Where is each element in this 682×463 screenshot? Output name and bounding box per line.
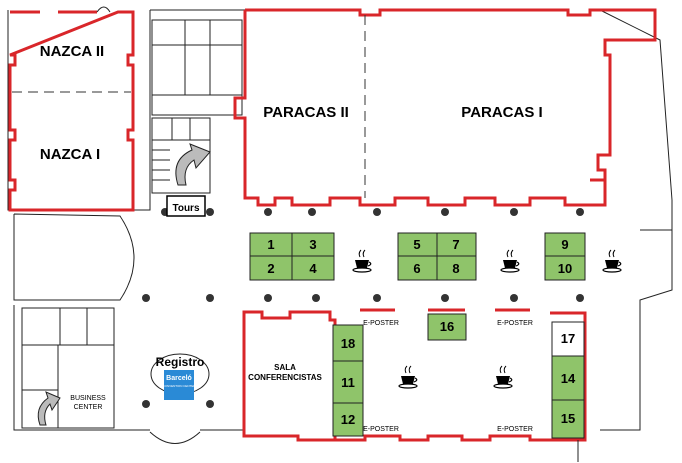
svg-text:12: 12 xyxy=(341,412,355,427)
svg-text:4: 4 xyxy=(309,261,317,276)
room-label-nazca-1: NAZCA I xyxy=(40,146,100,163)
room-label-paracas-2: PARACAS II xyxy=(263,104,349,121)
svg-text:16: 16 xyxy=(440,319,454,334)
barcelo-logo xyxy=(164,370,194,400)
svg-text:10: 10 xyxy=(558,261,572,276)
stand-7[interactable]: 7 xyxy=(436,232,477,257)
room-label-paracas-1: PARACAS I xyxy=(461,104,542,121)
stand-2[interactable]: 2 xyxy=(249,255,293,281)
eposter-hall xyxy=(335,308,587,462)
svg-text:1: 1 xyxy=(267,237,274,252)
stand-1[interactable]: 1 xyxy=(249,232,293,257)
service-area-top xyxy=(151,19,243,194)
svg-text:14: 14 xyxy=(561,371,576,386)
business-center-room xyxy=(21,307,115,429)
stand-17[interactable]: 17 xyxy=(551,321,585,357)
sala-conferencistas-room xyxy=(242,310,337,442)
svg-text:2: 2 xyxy=(267,261,274,276)
svg-text:8: 8 xyxy=(452,261,459,276)
stand-6[interactable]: 6 xyxy=(397,255,438,281)
stand-12[interactable]: 12 xyxy=(332,402,364,437)
stand-9[interactable]: 9 xyxy=(544,232,586,257)
stand-14[interactable]: 14 xyxy=(551,355,585,401)
svg-text:18: 18 xyxy=(341,336,355,351)
svg-text:Tours: Tours xyxy=(172,203,199,214)
stand-16[interactable]: 16 xyxy=(427,313,467,341)
coffee-icon xyxy=(398,365,418,389)
svg-text:7: 7 xyxy=(452,237,459,252)
room-label-sala-line2: CONFERENCISTAS xyxy=(248,373,322,382)
svg-text:5: 5 xyxy=(413,237,420,252)
room-label-nazca-2: NAZCA II xyxy=(40,43,104,60)
barcelo-brand: Barceló xyxy=(166,375,192,382)
stand-5[interactable]: 5 xyxy=(397,232,438,257)
nazca-rooms xyxy=(8,6,135,212)
escalator-icon xyxy=(37,391,61,426)
room-label-sala-line1: SALA xyxy=(274,363,296,372)
eposter-label: E-POSTER xyxy=(363,426,399,433)
stand-3[interactable]: 3 xyxy=(291,232,335,257)
tours-desk[interactable]: Tours xyxy=(166,195,206,217)
eposter-label: E-POSTER xyxy=(497,426,533,433)
svg-text:9: 9 xyxy=(561,237,568,252)
coffee-icon xyxy=(602,249,622,273)
stand-8[interactable]: 8 xyxy=(436,255,477,281)
paracas-rooms xyxy=(233,8,657,207)
svg-text:15: 15 xyxy=(561,411,575,426)
svg-text:17: 17 xyxy=(561,331,575,346)
stand-4[interactable]: 4 xyxy=(291,255,335,281)
eposter-label: E-POSTER xyxy=(497,320,533,327)
coffee-icon xyxy=(493,365,513,389)
escalator-icon xyxy=(175,143,211,186)
barcelo-sub: CONVENTION CENTER xyxy=(162,384,196,388)
coffee-icon xyxy=(352,249,372,273)
stand-10[interactable]: 10 xyxy=(544,255,586,281)
stand-11[interactable]: 11 xyxy=(332,360,364,404)
svg-text:6: 6 xyxy=(413,261,420,276)
room-label-business-line1: BUSINESS xyxy=(70,395,106,402)
svg-text:3: 3 xyxy=(309,237,316,252)
registro-label: Registro xyxy=(156,355,205,369)
eposter-label: E-POSTER xyxy=(363,320,399,327)
svg-text:11: 11 xyxy=(341,375,355,390)
stand-18[interactable]: 18 xyxy=(332,324,364,362)
registration-desk[interactable]: Registro Barceló CONVENTION CENTER xyxy=(150,353,210,400)
coffee-icon xyxy=(500,249,520,273)
pillars xyxy=(142,208,584,408)
stand-15[interactable]: 15 xyxy=(551,399,585,439)
room-label-business-line2: CENTER xyxy=(74,404,103,411)
